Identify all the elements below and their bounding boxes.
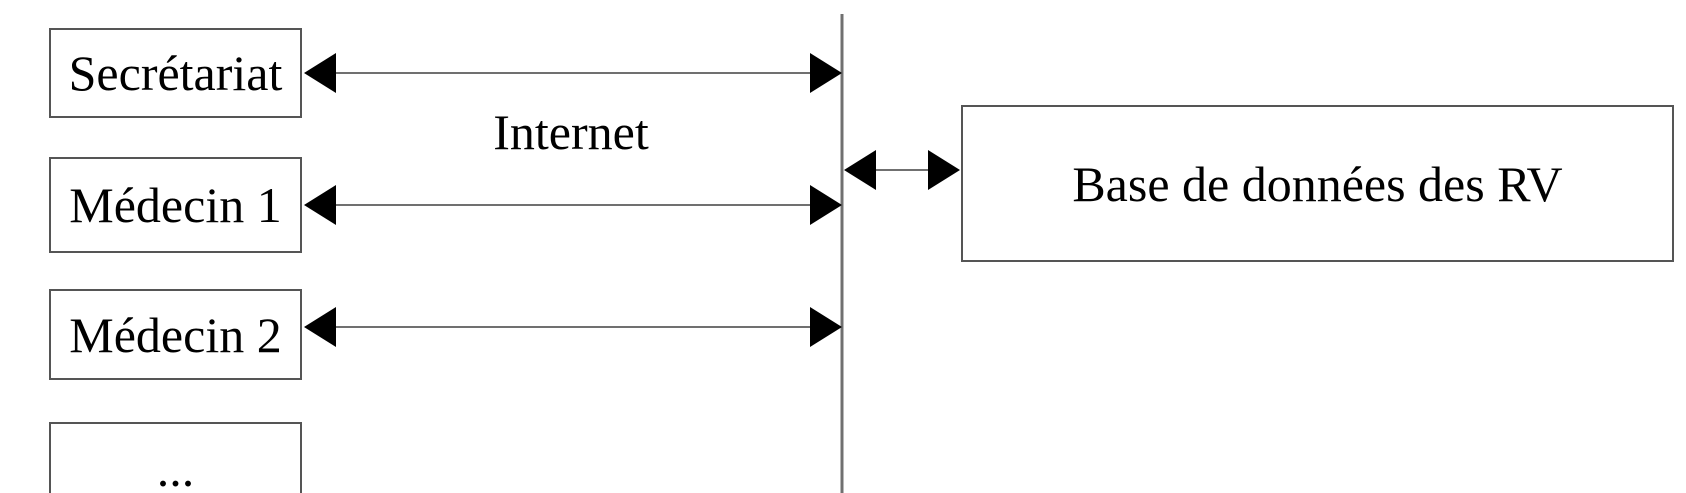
node-database: Base de données des RV: [961, 105, 1674, 262]
node-medecin-2-label: Médecin 2: [69, 306, 282, 363]
node-database-label: Base de données des RV: [1072, 155, 1563, 212]
node-medecin-1-label: Médecin 1: [69, 177, 282, 233]
arrow-medecin-1-boundary: [304, 185, 842, 225]
node-medecin-1: Médecin 1: [49, 157, 302, 253]
node-medecin-2: Médecin 2: [49, 289, 302, 380]
internet-zone-label: Internet: [493, 104, 649, 160]
node-secretariat: Secrétariat: [49, 28, 302, 118]
arrow-secretariat-boundary: [304, 53, 842, 93]
node-ellipsis: ...: [49, 422, 302, 493]
arrow-boundary-database: [844, 150, 960, 190]
arrow-medecin-2-boundary: [304, 307, 842, 347]
node-ellipsis-label: ...: [156, 440, 195, 493]
node-secretariat-label: Secrétariat: [68, 45, 283, 101]
